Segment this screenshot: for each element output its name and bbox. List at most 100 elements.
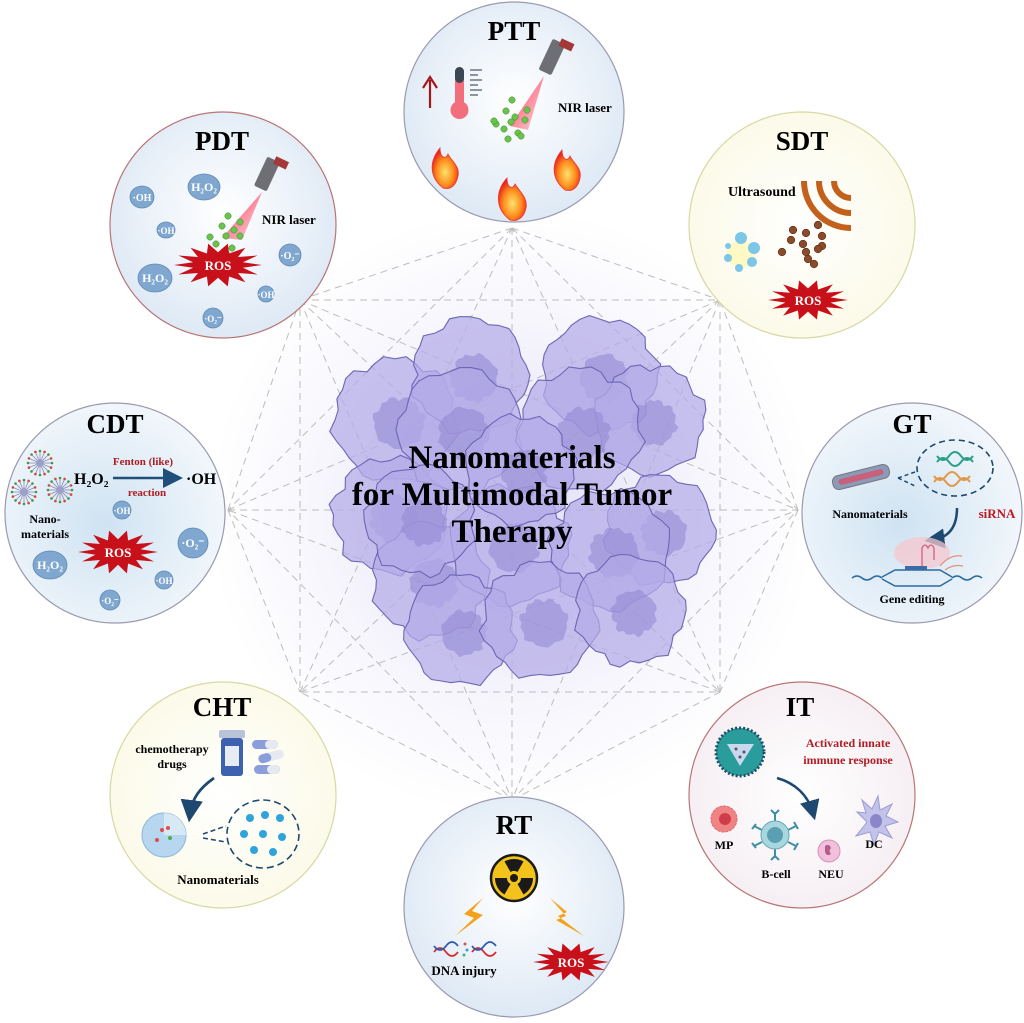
ros-species-bubble: H₂O₂ [187,173,221,201]
sdt-title: SDT [776,126,829,156]
sdt-circle [688,111,916,339]
ros-label: ROS [558,955,585,970]
ros-species-bubble: ·OH [154,570,174,590]
ros-species-bubbles: ·OH H₂O₂ ·OH H₂O₂ ·O₂⁻ ·OH ·O₂⁻ [129,173,302,329]
dendritic-cell-icon [854,794,900,847]
node-sdt[interactable]: SDT Ultrasound ROS [688,111,916,339]
rt-dna-label: DNA injury [431,963,497,978]
lightning-bolt-icon [550,898,584,936]
svg-text:·O₂⁻: ·O₂⁻ [280,251,299,262]
tumor-cell [465,412,579,529]
svg-text:H₂O₂: H₂O₂ [142,271,168,285]
pdt-title: PDT [195,126,249,156]
ros-species-bubble: ·OH [112,500,132,520]
neutrophil-icon [817,839,841,863]
nanoparticles-icon [777,220,827,269]
center-title-line-1: Nanomaterials [408,440,616,476]
node-cht[interactable]: CHT chemotherapy drugs Nanomate [109,681,337,909]
cdt-nano-label-1: Nano- [29,512,60,526]
ros-label: ROS [105,545,132,560]
up-arrow-icon [422,74,438,108]
ros-burst-icon: ROS [78,530,158,574]
flame-icon [431,146,459,189]
it-cell-neu: NEU [818,867,844,881]
svg-text:·O₂⁻: ·O₂⁻ [204,314,222,324]
tumor-cell-cluster [328,315,717,687]
nanomaterial-micelle-icon [10,449,74,506]
ros-burst-icon: ROS [174,243,262,287]
it-response-1: Activated innate [806,736,891,750]
ros-species-bubble: ·O₂⁻ [278,243,302,267]
ros-burst-shape [533,943,609,981]
node-gt[interactable]: GT Nanomaterials siRNA [801,402,1023,624]
ros-species-bubble: H₂O₂ [32,550,68,580]
ros-burst-shape [768,280,848,320]
tumor-cell [478,560,601,679]
svg-text:·OH: ·OH [113,506,130,516]
ros-burst-shape [78,530,158,574]
it-cell-bcell: B-cell [761,867,791,881]
drug-zoom-bubble [226,799,300,869]
ros-species-bubbles: ·OH ·O₂⁻ H₂O₂ ·OH ·O₂⁻ [32,500,209,611]
svg-text:·OH: ·OH [155,576,172,586]
nanoparticles-icon [490,96,531,143]
connector-square [299,299,721,693]
ros-species-bubble: ·O₂⁻ [202,307,224,329]
cht-nano-label: Nanomaterials [177,872,259,887]
node-pdt[interactable]: PDT NIR laser ROS ·OHH₂O₂·OHH₂O₂·O₂⁻·OH·… [109,111,337,339]
nanocarrier-icon [141,812,187,858]
node-cdt[interactable]: CDT H₂O₂ Fenton (like) reaction ·OH Nano… [4,402,226,624]
gt-nano-label: Nanomaterials [832,507,908,521]
it-title: IT [786,692,815,722]
cht-title: CHT [193,692,252,722]
ros-burst-shape [174,243,262,287]
cavitation-bubble-icon [724,232,760,272]
svg-text:·OH: ·OH [133,193,152,204]
node-ptt[interactable]: PTT NIR laser [403,1,625,223]
cdt-nano-label-2: materials [21,527,69,541]
ros-species-bubble: ·O₂⁻ [99,589,121,611]
svg-text:·O₂⁻: ·O₂⁻ [181,536,204,550]
ros-species-bubble: ·OH [129,185,155,209]
ros-species-bubble: ·O₂⁻ [177,527,209,559]
gt-title: GT [892,409,931,439]
flame-icon [497,176,527,221]
ros-burst-icon: ROS [768,280,848,320]
it-cell-dc: DC [865,837,882,851]
speech-pointer-icon [202,825,227,843]
thermometer-icon [450,67,482,119]
ros-label: ROS [205,258,232,273]
cht-drugs-label-1: chemotherapy [135,742,208,756]
cht-drugs-label-2: drugs [157,757,187,771]
cdt-reaction-bottom: reaction [128,487,166,499]
ultrasound-wave-icon [801,180,852,231]
cdt-product: ·OH [186,471,217,488]
pdt-laser-label: NIR laser [262,212,316,227]
ros-burst-icon: ROS [533,943,609,981]
dna-strand-icon [933,451,974,487]
gt-gene-label: Gene editing [880,592,945,606]
nanorod-icon [831,463,891,491]
drug-molecules-icon [240,811,286,856]
gt-sirna-label: siRNA [979,506,1016,521]
svg-text:·OH: ·OH [157,226,174,236]
tumor-cell [573,553,687,668]
laser-device-icon [510,38,575,130]
cdt-reactant: H₂O₂ [74,471,109,488]
center-title: Nanomaterials for Multimodal Tumor Thera… [312,440,712,551]
nanoparticles-icon [206,212,244,257]
flame-icon [553,148,581,191]
svg-text:·O₂⁻: ·O₂⁻ [101,596,119,606]
lightning-bolt-icon [455,898,483,936]
ros-species-bubble: H₂O₂ [137,263,173,293]
speech-pointer-icon [897,471,916,487]
ros-species-bubble: ·OH [257,285,275,303]
it-cell-mp: MP [715,838,734,852]
ros-species-bubble: ·OH [156,221,176,239]
sdt-ultrasound-label: Ultrasound [728,185,796,200]
node-rt[interactable]: RT DNA injury ROS [403,796,625,1018]
gene-editing-icon [851,537,983,587]
svg-text:H₂O₂: H₂O₂ [191,180,217,194]
node-it[interactable]: IT Activated innate immune response MP [688,681,916,909]
